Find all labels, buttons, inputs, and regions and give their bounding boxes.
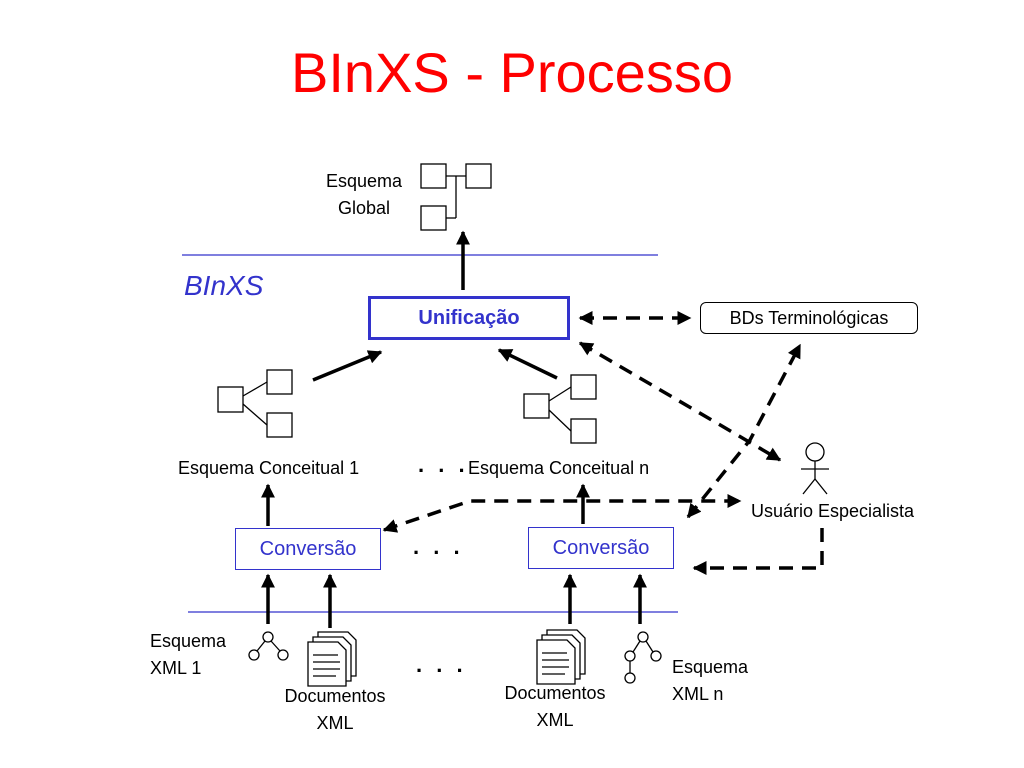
arrow-conversionn-bds	[686, 343, 802, 519]
global-schema-label: Esquema Global	[312, 168, 416, 222]
conversion-n-label: Conversão	[552, 536, 650, 559]
xml-documents-n-icon	[536, 629, 586, 685]
global-schema-label-line1: Esquema	[325, 171, 403, 191]
xml-docs-1-label-line2: XML	[316, 713, 354, 733]
xml-docs-n-label: Documentos XML	[488, 680, 622, 734]
ellipsis-conversions: . . .	[413, 534, 464, 559]
global-schema-label-line2: Global	[337, 198, 391, 218]
conversion-n-box: Conversão	[528, 527, 674, 569]
xml-documents-1-icon	[307, 631, 357, 687]
xml-docs-n-label-line1: Documentos	[504, 683, 606, 703]
ellipsis-inputs: . . .	[416, 652, 467, 677]
ellipsis-schemas: . . .	[418, 452, 469, 477]
xml-schema-1-label-line2: XML 1	[150, 658, 202, 678]
expert-user-label: Usuário Especialista	[751, 501, 915, 521]
conceptual-schema-1-label: Esquema Conceitual 1	[178, 458, 360, 478]
xml-docs-1-label-line1: Documentos	[284, 686, 386, 706]
xml-schema-n-label-line2: XML n	[672, 684, 724, 704]
xml-docs-1-label: Documentos XML	[268, 683, 402, 737]
xml-schema-1-label: Esquema XML 1	[150, 628, 226, 682]
xml-schema-n-tree-icon	[624, 631, 662, 684]
unification-label: Unificação	[418, 306, 520, 329]
conceptual-schema-n-icon	[523, 374, 597, 444]
expert-user-icon	[801, 442, 829, 495]
conversion-1-label: Conversão	[259, 537, 357, 560]
arrow-conversion1-user	[382, 494, 742, 533]
solid-flow-arrows	[261, 230, 647, 628]
xml-schema-n-label: Esquema XML n	[672, 654, 748, 708]
slide-title: BInXS - Processo	[291, 41, 733, 104]
dashed-interaction-arrows	[382, 311, 824, 575]
arrow-conceptual1-to-unification	[312, 350, 383, 382]
unification-box: Unificação	[368, 296, 570, 340]
global-schema-tree-icon	[420, 163, 492, 231]
xml-schema-n-label-line1: Esquema	[672, 657, 749, 677]
arrow-conceptualn-to-unification	[497, 348, 558, 380]
binxs-label: BInXS	[184, 270, 264, 301]
conceptual-schema-1-icon	[217, 369, 293, 438]
xml-docs-n-label-line2: XML	[536, 710, 574, 730]
conceptual-schema-n-label: Esquema Conceitual n	[468, 458, 650, 478]
conversion-1-box: Conversão	[235, 528, 381, 570]
terminological-dbs-box: BDs Terminológicas	[700, 302, 918, 334]
xml-schema-1-label-line1: Esquema	[150, 631, 227, 651]
xml-schema-1-tree-icon	[248, 631, 289, 661]
arrow-user-to-conversionn	[692, 528, 824, 575]
terminological-dbs-label: BDs Terminológicas	[729, 307, 889, 328]
